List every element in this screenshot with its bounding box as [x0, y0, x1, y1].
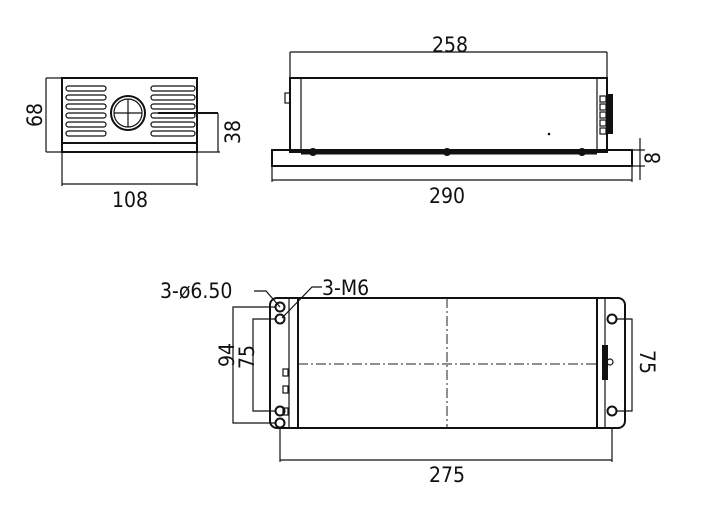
dim-94: 94: [215, 343, 239, 367]
front-view: 68 38 108: [23, 77, 245, 212]
front-body: [61, 77, 198, 153]
dim-38: 38: [221, 120, 245, 144]
mounting-holes: [274, 301, 618, 429]
dim-108: 108: [112, 188, 148, 212]
side-body: [289, 77, 608, 153]
dim-68: 68: [23, 103, 47, 127]
label-hole-diameter: 3-ø6.50: [160, 279, 232, 303]
side-connector: [599, 94, 613, 135]
dim-258: 258: [432, 33, 468, 57]
side-view: 258 290 8: [271, 33, 665, 208]
dim-8: 8: [641, 152, 665, 164]
dim-275: 275: [429, 463, 465, 487]
dim-290: 290: [429, 184, 465, 208]
vent-slots: [65, 85, 196, 137]
dim-75-left: 75: [235, 345, 259, 369]
label-thread: 3-M6: [322, 276, 369, 300]
side-bump: [284, 92, 291, 104]
output-aperture: [110, 95, 146, 131]
dim-75-right: 75: [635, 350, 659, 374]
base-plate: [271, 149, 633, 167]
top-view: 3-ø6.50 3-M6 94 75 75 275: [160, 276, 659, 487]
